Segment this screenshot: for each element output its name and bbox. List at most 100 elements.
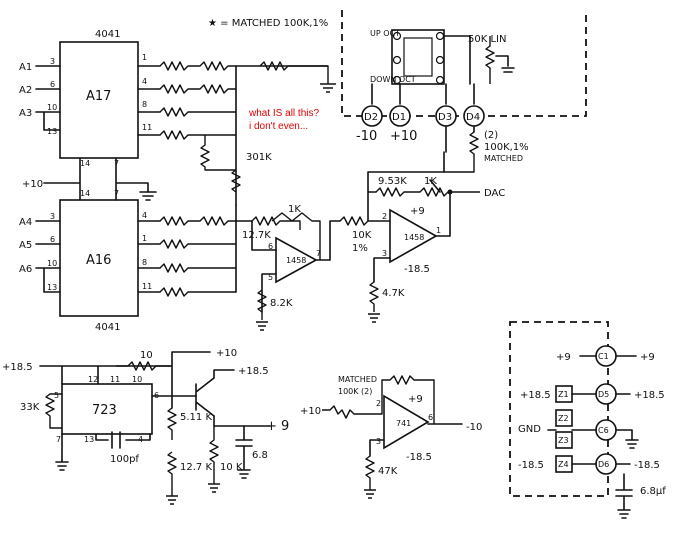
pin-label: 6 (50, 235, 55, 244)
resistor-4-7k: 4.7K (382, 288, 405, 299)
pin-label: 1 (142, 53, 147, 62)
input-a2: A2 (19, 85, 32, 96)
matched-value: 100K,1% (484, 142, 529, 153)
pin-label: 10 (132, 375, 142, 384)
chip-a16 (59, 199, 139, 317)
resistor-tolerance: 1% (352, 243, 368, 254)
zener-z3 (555, 431, 573, 449)
part-label: Z4 (558, 460, 569, 469)
pin-label: 11 (142, 282, 152, 291)
output-plus9: + 9 (266, 419, 289, 434)
pin-label: 2 (382, 212, 387, 221)
pin-label: 7 (316, 249, 321, 258)
resistor-10k-reg: 10 K (220, 462, 243, 473)
d1-voltage: +10 (390, 129, 417, 144)
rail-label: +9 (640, 352, 655, 363)
input-a1: A1 (19, 62, 32, 73)
diode-label: D2 (364, 112, 378, 123)
comment-line-2: i don't even... (249, 121, 308, 132)
pin-label: 5 (268, 273, 273, 282)
inverter-resistors: 100K (2) (338, 387, 372, 396)
pin-label: 10 (47, 259, 57, 268)
resistor-1k-feedback: 1K (288, 204, 301, 215)
matched-resistor-note: ★ = MATCHED 100K,1% (208, 18, 328, 29)
pin-label: 8 (142, 258, 147, 267)
rail-label: -18.5 (634, 460, 660, 471)
inverter-input: +10 (300, 406, 321, 417)
input-a3: A3 (19, 108, 32, 119)
pot-50k-label: 50K LIN (468, 34, 506, 45)
matched-count: (2) (484, 130, 498, 141)
comment-line-1: what IS all this? (248, 108, 319, 119)
pin-label: 10 (47, 103, 57, 112)
opamp-741 (383, 394, 430, 450)
resistor-1k-trim: 1K (424, 176, 437, 187)
pin-label: 6 (428, 413, 433, 422)
regulator-label: 723 (92, 403, 117, 418)
opamp-label: 1458 (404, 233, 424, 242)
pin-label: 6 (268, 242, 273, 251)
output-plus10: +10 (216, 348, 237, 359)
pin-label: 8 (142, 100, 147, 109)
part-label: Z2 (558, 414, 569, 423)
pin-label: 13 (47, 127, 57, 136)
diode-label: D4 (466, 112, 480, 123)
chip-a17-label: A17 (86, 89, 111, 104)
diode-d2 (361, 105, 383, 127)
pin-label: 6 (50, 80, 55, 89)
resistor-10k: 10K (352, 230, 372, 241)
output-plus18-5: +18.5 (238, 366, 269, 377)
cap-100pf: 100pf (110, 454, 139, 465)
opamp-label: 1458 (286, 256, 306, 265)
part-label: Z1 (558, 390, 569, 399)
resistor-10-ohm: 10 (140, 350, 153, 361)
input-a5: A5 (19, 240, 32, 251)
chip-a17-part: 4041 (95, 29, 120, 40)
pin-label: 4 (142, 211, 147, 220)
pin-label: 5 (54, 391, 59, 400)
chip-a17 (59, 41, 139, 159)
chip-a16-label: A16 (86, 253, 111, 268)
chip-a16-part: 4041 (95, 322, 120, 333)
octave-switch (391, 29, 445, 85)
rail-label: -18.5 (518, 460, 544, 471)
pin-label: 14 (80, 189, 90, 198)
pin-label: 7 (56, 435, 61, 444)
diode-d1 (389, 105, 411, 127)
d2-voltage: -10 (356, 129, 377, 144)
zener-z2 (555, 409, 573, 427)
matched-label: MATCHED (484, 154, 523, 163)
pin-label: 3 (50, 212, 55, 221)
part-label: C1 (598, 352, 609, 361)
input-a4: A4 (19, 217, 32, 228)
pin-label: 3 (376, 437, 381, 446)
part-label: D5 (598, 390, 609, 399)
rail-label: GND (518, 424, 541, 435)
supply-label: -18.5 (406, 452, 432, 463)
supply-label: +9 (410, 206, 425, 217)
pin-label: 3 (382, 249, 387, 258)
opamp-label: 741 (396, 419, 411, 428)
inverter-matched: MATCHED (338, 375, 377, 384)
pin-label: 13 (84, 435, 94, 444)
pin-label: 2 (376, 399, 381, 408)
resistor-301k: 301K (246, 152, 272, 163)
pin-label: 13 (47, 283, 57, 292)
diode-label: D1 (392, 112, 406, 123)
pin-label: 1 (436, 226, 441, 235)
part-label: D6 (598, 460, 609, 469)
resistor-8-2k: 8.2K (270, 298, 293, 309)
inverter-output: -10 (466, 422, 482, 433)
dac-label: DAC (484, 188, 505, 199)
octave-switch-box (341, 10, 587, 117)
input-a6: A6 (19, 264, 32, 275)
diode-label: D3 (438, 112, 452, 123)
resistor-33k: 33K (20, 402, 40, 413)
pin-label: 11 (110, 375, 120, 384)
resistor-12-7k: 12.7K (242, 230, 271, 241)
cap-6-8uf: 6.8µf (640, 486, 666, 497)
pin-label: 3 (50, 57, 55, 66)
rail-label: +18.5 (520, 390, 551, 401)
